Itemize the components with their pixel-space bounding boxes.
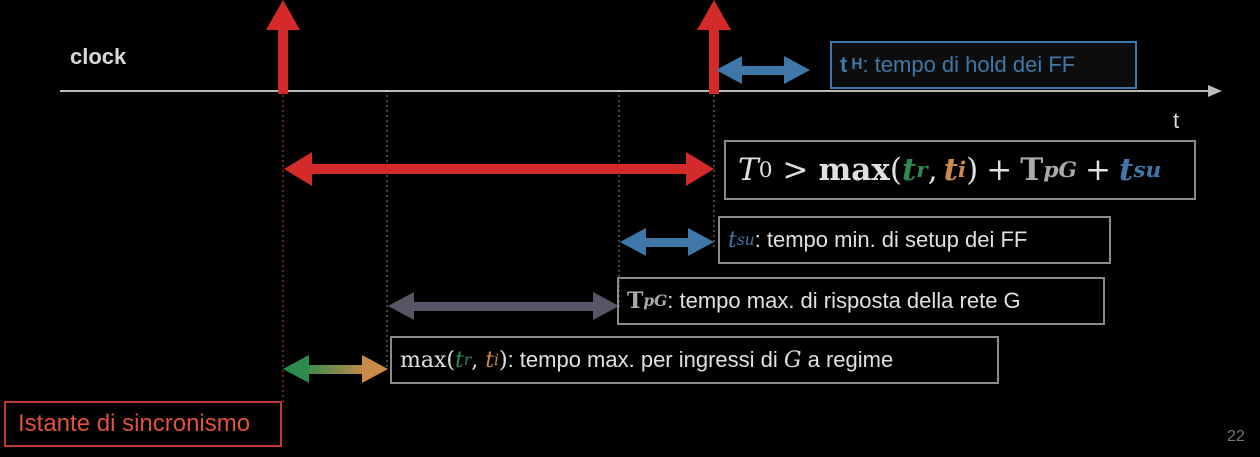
input-open-paren: ( (446, 347, 455, 373)
input-g: G (783, 347, 802, 373)
formula-tr-sub: r (916, 157, 928, 183)
time-axis-label: t (1173, 108, 1180, 133)
input-comma: , (471, 347, 486, 373)
clock-edge-2 (697, 0, 731, 94)
propagation-time-arrow (388, 292, 619, 320)
formula-T0-sub: 0 (758, 157, 773, 183)
input-tr: t (454, 347, 464, 373)
prop-description: : tempo max. di risposta della rete G (667, 288, 1021, 313)
input-description-2: a regime (801, 347, 894, 372)
formula-tr: t (901, 152, 917, 188)
setup-symbol: t (728, 227, 737, 253)
input-close-paren: ) (498, 347, 508, 373)
clock-label: clock (70, 44, 127, 69)
setup-description: : tempo min. di setup dei FF (754, 227, 1028, 252)
formula-close-paren: ) (966, 152, 979, 188)
sync-instant-label: Istante di sincronismo (4, 401, 282, 447)
hold-time-box: t H : tempo di hold dei FF (830, 41, 1137, 89)
formula-tsu-sub: su (1133, 157, 1162, 183)
formula-T0: T (738, 152, 759, 188)
input-settle-arrow (283, 355, 388, 383)
page-number: 22 (1227, 428, 1245, 445)
formula-gt: > (782, 152, 809, 188)
input-tr-sub: r (463, 351, 472, 369)
input-ti: t (485, 347, 495, 373)
hold-description: : tempo di hold dei FF (862, 52, 1076, 77)
period-arrow (284, 152, 714, 186)
formula-TpG: T (1020, 152, 1044, 188)
setup-subscript: su (736, 231, 755, 249)
prop-subscript: pG (643, 292, 668, 310)
hold-subscript: H (851, 56, 863, 73)
setup-time-arrow (620, 228, 714, 256)
input-max: max (400, 347, 447, 373)
formula-plus-1: + (986, 152, 1013, 188)
time-axis-arrowhead (1208, 85, 1222, 97)
input-ti-sub: i (494, 351, 499, 369)
formula-plus-2: + (1085, 152, 1112, 188)
hold-symbol: t (840, 52, 848, 77)
formula-max: max (818, 152, 890, 188)
clock-edge-1 (266, 0, 300, 94)
formula-open-paren: ( (889, 152, 902, 188)
formula-comma: , (927, 152, 938, 188)
hold-time-arrow (716, 56, 810, 84)
formula-tsu: t (1119, 152, 1134, 188)
formula-TpG-sub: pG (1043, 157, 1078, 183)
prop-symbol: T (627, 288, 644, 314)
input-description: : tempo max. per ingressi di (507, 347, 784, 372)
formula-ti-sub: i (957, 157, 967, 183)
formula-ti: t (943, 152, 958, 188)
